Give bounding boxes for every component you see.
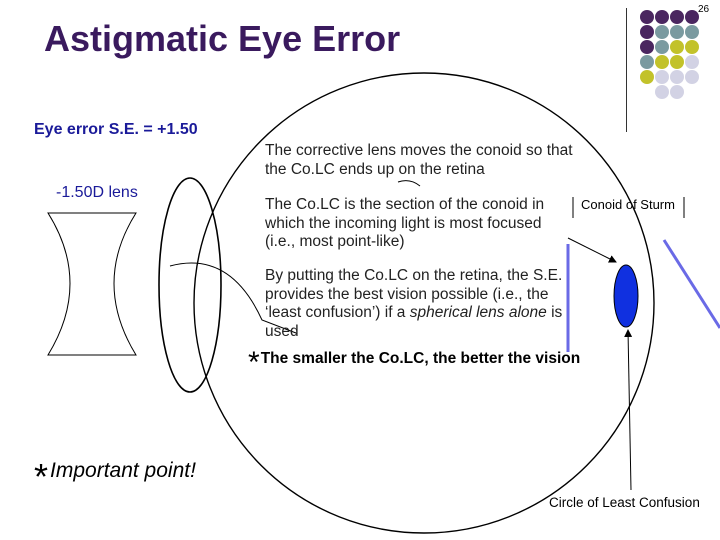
arrow-to-conoid: [567, 237, 617, 263]
page-number: 26: [698, 4, 710, 15]
decorative-dot: [655, 55, 669, 69]
important-point-text: Important point!: [50, 459, 196, 482]
decorative-dot: [670, 25, 684, 39]
concave-lens-shape: [47, 212, 137, 356]
corrective-lens-text: The corrective lens moves the conoid so …: [265, 142, 573, 178]
decorative-dot: [670, 85, 684, 99]
decorative-dot: [670, 70, 684, 84]
smaller-colc-text: The smaller the Co.LC, the better the vi…: [260, 350, 581, 367]
best-vision-text-part2: is used: [265, 304, 563, 340]
decorative-dot: [655, 85, 669, 99]
decorative-dot: [685, 40, 699, 54]
decorative-dot: [670, 40, 684, 54]
best-vision-text-emphasis: spherical lens alone: [409, 304, 547, 321]
header-divider-line: [626, 8, 627, 132]
decorative-dot: [685, 70, 699, 84]
decorative-dot: [670, 55, 684, 69]
conoid-of-sturm-label: Conoid of Sturm: [581, 197, 675, 212]
decorative-dot: [640, 40, 654, 54]
ray-line-diagonal: [662, 239, 720, 329]
conoid-ellipse: [613, 264, 639, 328]
decorative-dot: [670, 10, 684, 24]
decorative-dot: [640, 25, 654, 39]
lens-pointer-line: [169, 262, 297, 334]
eyeball-outline: [193, 72, 655, 534]
important-point-note: *Important point!: [34, 456, 196, 498]
decorative-dot: [685, 25, 699, 39]
lens-power-label: -1.50D lens: [56, 184, 138, 201]
decorative-dot: [640, 10, 654, 24]
smaller-colc-note: *The smaller the Co.LC, the better the v…: [248, 346, 580, 380]
decorative-dot: [685, 55, 699, 69]
decorative-dot: [655, 40, 669, 54]
decorative-dot: [685, 10, 699, 24]
decorative-dot: [655, 10, 669, 24]
eye-lens-ellipse: [158, 177, 222, 393]
asterisk-icon: *: [248, 346, 260, 379]
decorative-dot: [655, 25, 669, 39]
decorative-dot: [640, 55, 654, 69]
arrow-to-circle: [624, 329, 633, 491]
best-vision-text-part1: By putting the Co.LC on the retina, the …: [265, 267, 563, 321]
retina-mark: [397, 180, 421, 187]
best-vision-text: By putting the Co.LC on the retina, the …: [265, 267, 565, 341]
colc-definition-text: The Co.LC is the section of the conoid i…: [265, 196, 545, 250]
eye-error-label: Eye error S.E. = +1.50: [34, 121, 198, 138]
slide-title: Astigmatic Eye Error: [44, 18, 401, 59]
decorative-dot: [640, 70, 654, 84]
circle-of-least-confusion-label: Circle of Least Confusion: [549, 495, 700, 510]
decorative-dot: [655, 70, 669, 84]
asterisk-icon: *: [34, 456, 49, 497]
